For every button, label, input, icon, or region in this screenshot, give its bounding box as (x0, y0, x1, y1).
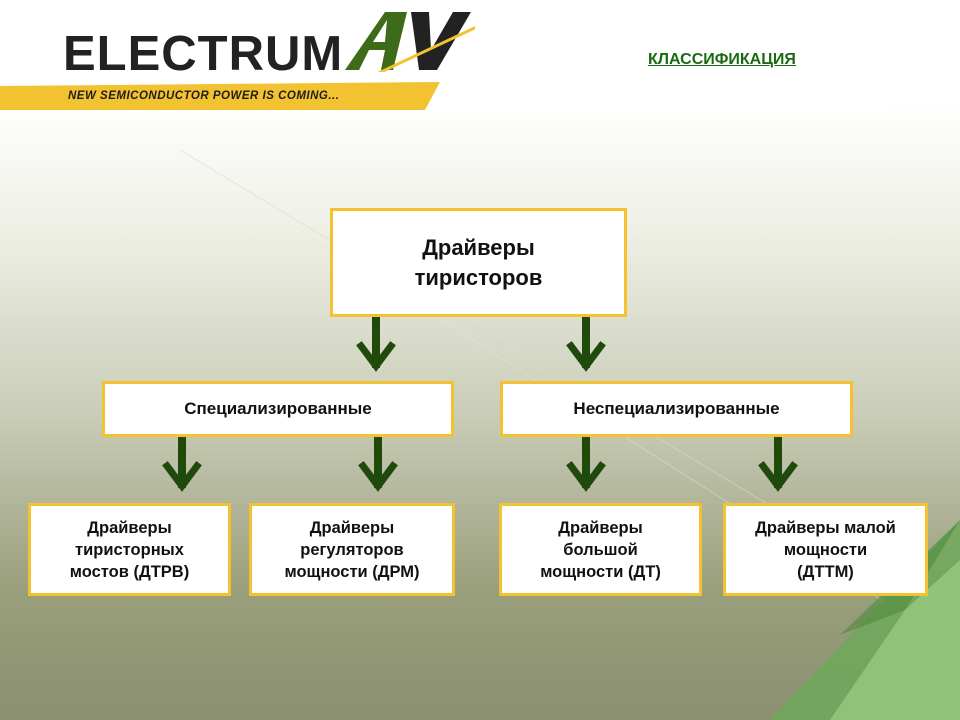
node-specialized: Специализированные (102, 381, 454, 437)
logo-wordmark: ELECTRUM (63, 27, 344, 81)
node-leaf-dttm: Драйверы малой мощности (ДТТМ) (723, 503, 928, 596)
tagline-bar (0, 82, 440, 110)
node-root: Драйверы тиристоров (330, 208, 627, 317)
page-heading[interactable]: КЛАССИФИКАЦИЯ (648, 51, 796, 68)
arrow-down-icon (763, 436, 793, 488)
arrow-down-icon (363, 436, 393, 488)
logo-av-mark: AV (345, 12, 475, 72)
node-leaf-drm: Драйверы регуляторов мощности (ДРМ) (249, 503, 455, 596)
arrow-down-icon (361, 316, 391, 368)
arrow-down-icon (571, 316, 601, 368)
node-leaf-dt: Драйверы большой мощности (ДТ) (499, 503, 702, 596)
logo-tagline: NEW SEMICONDUCTOR POWER IS COMING... (68, 90, 340, 102)
node-non-specialized: Неспециализированные (500, 381, 853, 437)
arrow-down-icon (571, 436, 601, 488)
node-leaf-dtrv: Драйверы тиристорных мостов (ДТРВ) (28, 503, 231, 596)
arrow-down-icon (167, 436, 197, 488)
